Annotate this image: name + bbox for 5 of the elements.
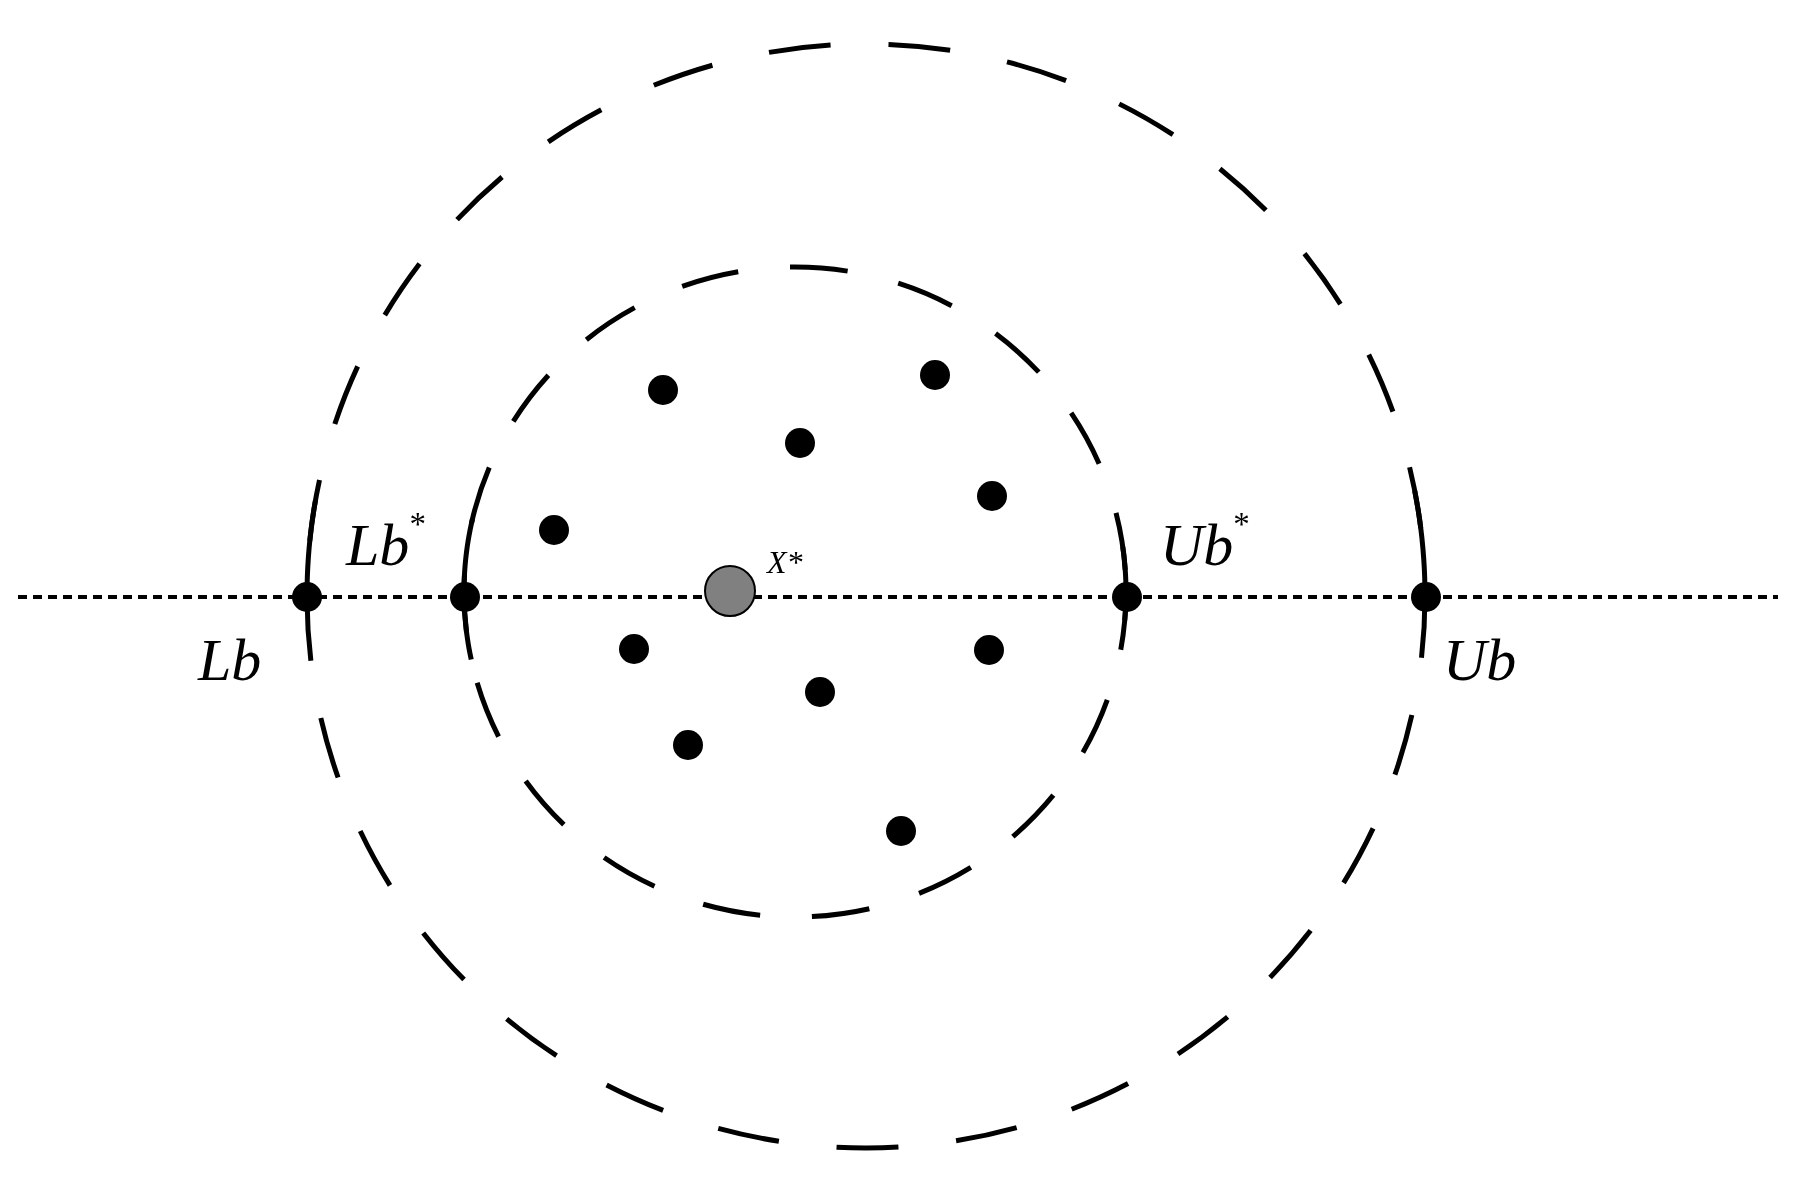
point-label: Lb$^{*}$	[346, 515, 426, 575]
point-label: Lb	[198, 630, 262, 690]
point-label: X*	[767, 546, 803, 578]
point-label: Ub	[1443, 630, 1517, 690]
point-label: Ub$^{*}$	[1160, 515, 1250, 575]
